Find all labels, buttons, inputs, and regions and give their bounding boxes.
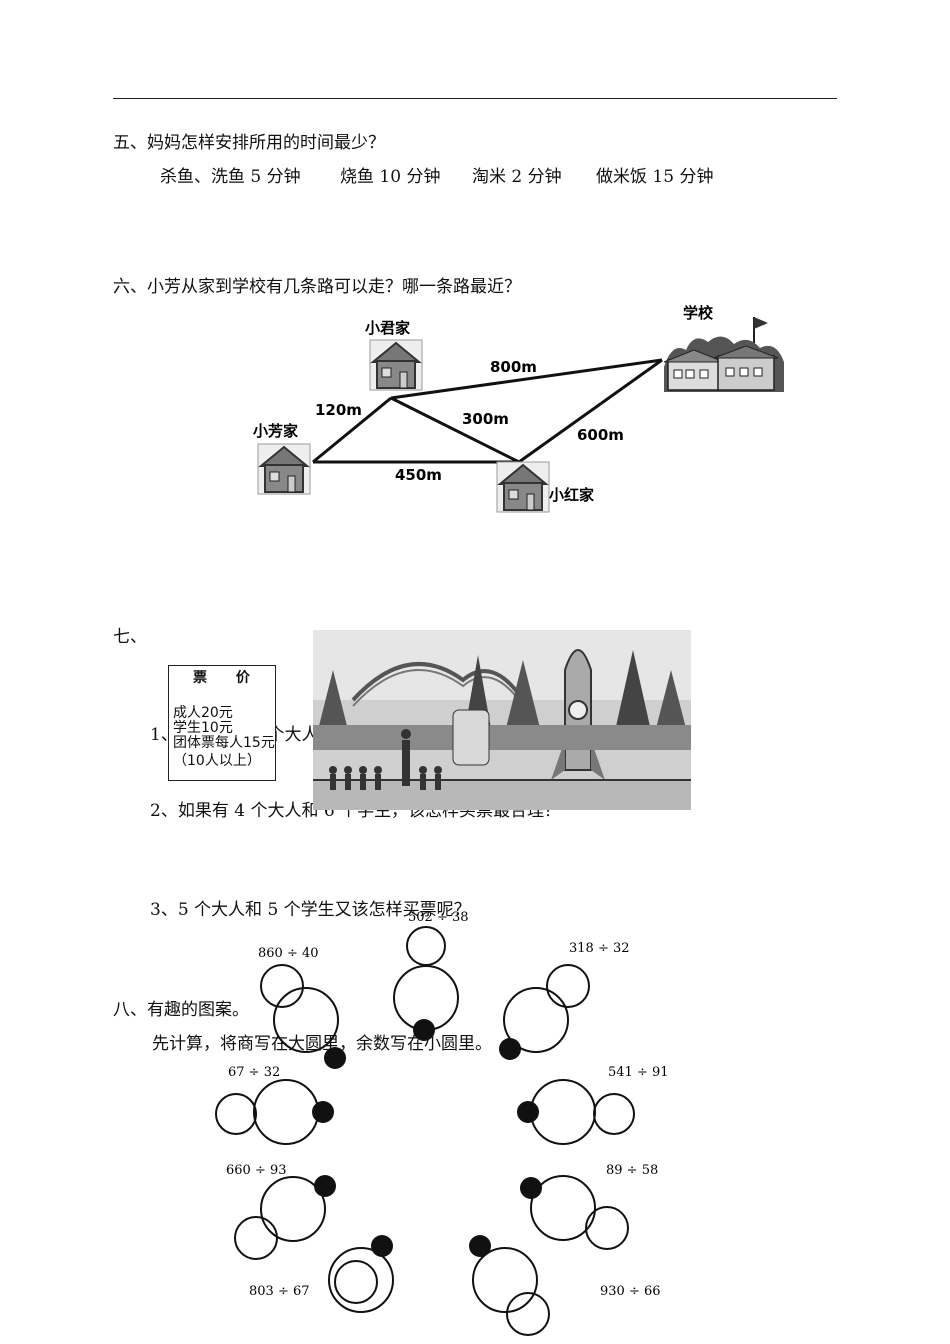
label-jun-home: 小君家 [365,319,410,337]
problem-541-91: 541 ÷ 91 [608,1065,669,1080]
house-icon [257,443,311,495]
route-hong-school [518,358,663,464]
circle-pattern: 502 ÷ 38 860 ÷ 40 318 ÷ 32 67 ÷ 32 541 ÷… [215,910,669,1336]
house-icon [369,339,423,391]
school-icon [663,317,784,392]
label-fang-home: 小芳家 [253,422,298,440]
q7-item-3: 3、5 个大人和 5 个学生又该怎样买票呢？ [150,900,471,920]
problem-860-40: 860 ÷ 40 [258,946,319,961]
top-rule [113,98,837,99]
route-lines [312,358,663,464]
problem-318-32: 318 ÷ 32 [569,941,630,956]
problem-803-67: 803 ÷ 67 [249,1284,310,1299]
q5-task-4: 做米饭 15 分钟 [596,167,714,187]
ticket-line-adult: 成人20元 [173,705,233,721]
q5-task-1: 杀鱼、洗鱼 5 分钟 [160,167,301,187]
problem-660-93: 660 ÷ 93 [226,1163,287,1178]
q7-title: 七、 [113,627,147,647]
problem-67-32: 67 ÷ 32 [228,1065,280,1080]
q6-title: 六、小芳从家到学校有几条路可以走？哪一条路最近？ [113,277,521,297]
problem-502-38: 502 ÷ 38 [408,910,469,925]
route-map: 小君家 小芳家 小红家 学校 120m 800m 300m 450m 600m [253,304,784,513]
house-icon [496,461,550,513]
label-hong-home: 小红家 [549,486,594,504]
distance-jun-school: 800m [490,358,537,376]
amusement-park-picture [313,630,691,810]
q5-task-2: 烧鱼 10 分钟 [340,167,441,187]
distance-fang-hong: 450m [395,466,442,484]
q5-title: 五、妈妈怎样安排所用的时间最少？ [113,133,385,153]
ticket-line-group: 团体票每人15元 [173,735,275,751]
ticket-price-box: 票 价 成人20元 学生10元 团体票每人15元 （10人以上） [168,665,276,781]
ticket-line-group-note: （10人以上） [173,753,261,769]
ticket-line-student: 学生10元 [173,720,233,736]
distance-hong-school: 600m [577,426,624,444]
problem-89-58: 89 ÷ 58 [606,1163,658,1178]
q8-instruction: 先计算，将商写在大圆里，余数写在小圆里。 [152,1034,492,1054]
label-school: 学校 [683,304,714,322]
q8-title: 八、有趣的图案。 [113,1000,249,1020]
distance-fang-jun: 120m [315,401,362,419]
problem-930-66: 930 ÷ 66 [600,1284,661,1299]
distance-jun-hong: 300m [462,410,509,428]
route-fang-jun [312,396,392,464]
q5-task-3: 淘米 2 分钟 [472,167,562,187]
ticket-header: 票 价 [193,670,262,686]
route-jun-hong [390,396,520,464]
route-jun-school [390,358,663,400]
